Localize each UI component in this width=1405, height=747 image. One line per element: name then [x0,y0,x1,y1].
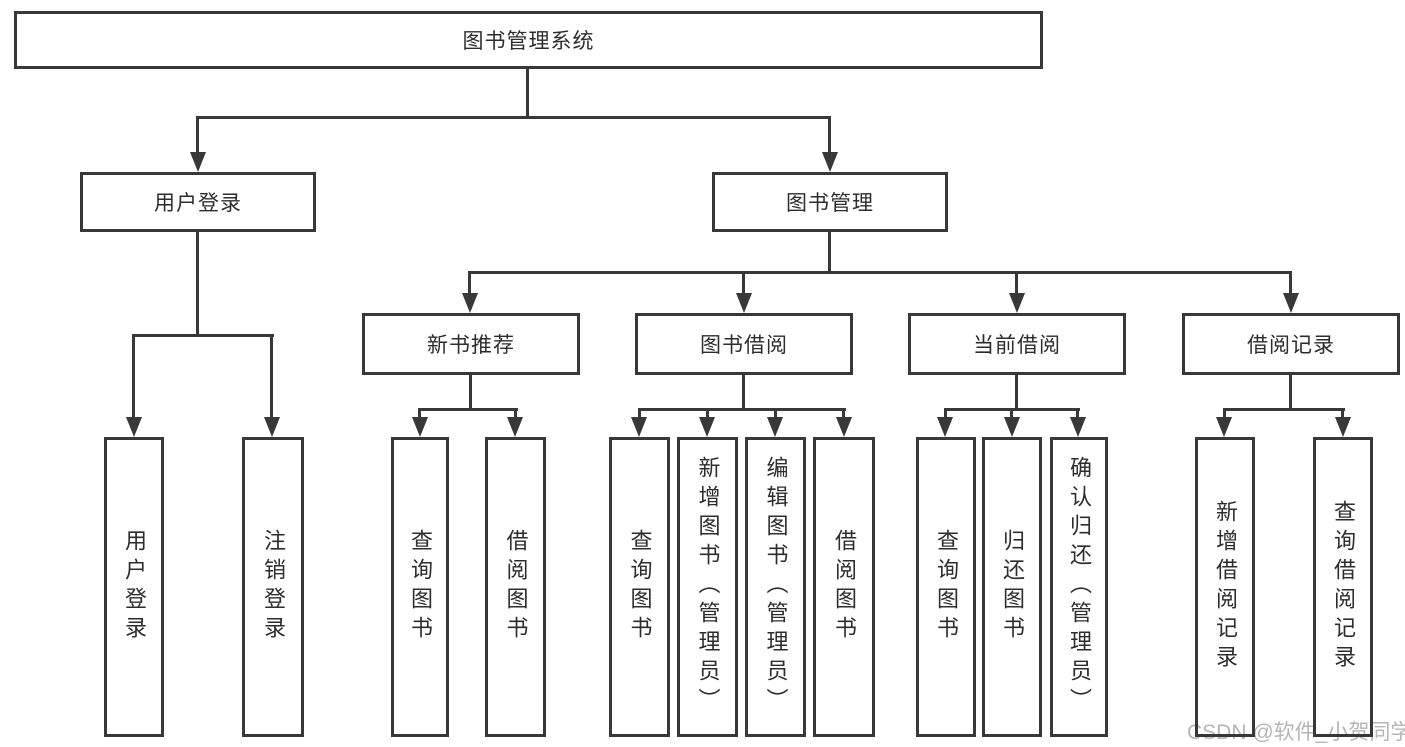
node-new-book-rec: 新书推荐 [362,313,580,375]
arrow-current-leaf-1 [937,417,953,437]
leaf-borrow-borrow-books: 借阅图书 [813,437,875,737]
arrow-to-borrowing [736,293,752,313]
node-root: 图书管理系统 [14,11,1043,69]
arrow-to-new-books [462,293,478,313]
arrow-current-leaf-3 [1070,417,1086,437]
connector-root-left-stub [196,116,199,154]
connector-records-stub-2 [1341,408,1344,420]
leaf-current-confirm-return-label: 确认归还（管理员） [1067,456,1092,718]
node-current-borrow-label: 当前借阅 [973,334,1061,357]
connector-rec-stub-1 [418,408,421,420]
node-borrow-records: 借阅记录 [1182,313,1400,375]
node-book-borrow-label: 图书借阅 [700,334,788,357]
leaf-records-add-record-label: 新增借阅记录 [1213,499,1238,675]
connector-borrow-drop [742,375,745,411]
leaf-current-return-books: 归还图书 [982,437,1042,737]
connector-mgmt-stub-1 [468,271,471,295]
leaf-logout: 注销登录 [242,437,304,737]
connector-root-split [196,116,831,119]
connector-mgmt-stub-3 [1015,271,1018,295]
arrow-borrow-leaf-2 [699,417,715,437]
connector-borrow-split [638,408,846,411]
arrow-rec-leaf-2 [507,417,523,437]
leaf-borrow-edit-books-label: 编辑图书（管理员） [763,456,789,718]
node-user-login: 用户登录 [80,172,316,232]
connector-borrow-stub-4 [842,408,845,420]
connector-current-drop [1015,375,1018,411]
node-book-mgmt-label: 图书管理 [786,192,874,215]
leaf-rec-borrow-books: 借阅图书 [485,437,546,737]
node-book-mgmt: 图书管理 [712,172,948,232]
connector-borrow-stub-1 [638,408,641,420]
leaf-current-confirm-return: 确认归还（管理员） [1050,437,1108,737]
connector-current-stub-3 [1076,408,1079,420]
arrow-borrow-leaf-4 [836,417,852,437]
connector-current-stub-1 [944,408,947,420]
connector-records-split [1223,408,1345,411]
connector-rec-stub-2 [514,408,517,420]
connector-root-right-stub [828,116,831,154]
leaf-current-query-books: 查询图书 [916,437,976,737]
node-new-book-rec-label: 新书推荐 [427,334,515,357]
leaf-user-login-label: 用户登录 [122,528,147,646]
arrow-borrow-leaf-1 [631,417,647,437]
connector-user-stub-1 [132,334,135,419]
connector-current-stub-2 [1010,408,1013,420]
node-borrow-records-label: 借阅记录 [1247,334,1335,357]
arrow-to-records [1283,293,1299,313]
leaf-borrow-query-books: 查询图书 [609,437,670,737]
arrow-to-user-login-leaf [126,417,142,437]
connector-rec-drop [469,375,472,411]
node-current-borrow: 当前借阅 [908,313,1126,375]
node-user-login-label: 用户登录 [154,192,242,215]
arrow-borrow-leaf-3 [767,417,783,437]
arrow-current-leaf-2 [1004,417,1020,437]
arrow-records-leaf-1 [1216,417,1232,437]
node-book-borrow: 图书借阅 [635,313,853,375]
leaf-current-query-books-label: 查询图书 [934,528,959,646]
arrow-to-logout-leaf [264,417,280,437]
connector-mgmt-stub-2 [742,271,745,295]
connector-rec-split [418,408,518,411]
leaf-borrow-add-books-label: 新增图书（管理员） [695,456,721,718]
csdn-watermark: CSDN @软件_小贺同学 [1187,721,1405,744]
arrow-to-book-mgmt [822,152,838,172]
connector-borrow-stub-2 [706,408,709,420]
connector-records-stub-1 [1223,408,1226,420]
leaf-borrow-add-books: 新增图书（管理员） [677,437,738,737]
leaf-borrow-edit-books: 编辑图书（管理员） [745,437,806,737]
connector-user-stub-2 [270,334,273,419]
leaf-logout-label: 注销登录 [261,528,286,646]
connector-root-drop [526,69,529,119]
arrow-to-current [1009,293,1025,313]
arrow-to-user-login [190,152,206,172]
connector-mgmt-drop [828,232,831,274]
arrow-records-leaf-2 [1335,417,1351,437]
leaf-rec-borrow-books-label: 借阅图书 [503,528,529,646]
connector-user-split [132,334,274,337]
connector-records-drop [1289,375,1292,411]
connector-user-drop [196,232,199,337]
connector-mgmt-stub-4 [1289,271,1292,295]
connector-mgmt-split [468,271,1292,274]
leaf-current-return-books-label: 归还图书 [1000,528,1025,646]
leaf-rec-query-books: 查询图书 [391,437,449,737]
connector-borrow-stub-3 [774,408,777,420]
leaf-records-query-record: 查询借阅记录 [1313,437,1373,737]
leaf-records-query-record-label: 查询借阅记录 [1331,499,1356,675]
arrow-rec-leaf-1 [412,417,428,437]
node-root-label: 图书管理系统 [462,30,595,53]
leaf-records-add-record: 新增借阅记录 [1195,437,1255,737]
leaf-user-login: 用户登录 [104,437,164,737]
leaf-borrow-borrow-books-label: 借阅图书 [832,528,857,646]
leaf-rec-query-books-label: 查询图书 [408,528,433,646]
leaf-borrow-query-books-label: 查询图书 [627,528,653,646]
